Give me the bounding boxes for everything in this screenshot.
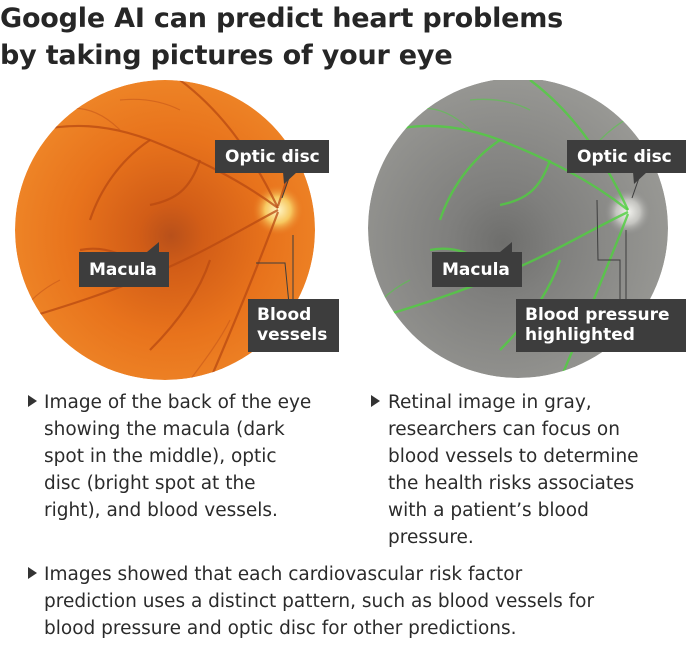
caption-left: Image of the back of the eye showing the… (28, 389, 348, 529)
caption-left-line: showing the macula (dark (44, 419, 285, 440)
caption-left-text: Image of the back of the eye showing the… (44, 389, 311, 524)
callout-blood-vessels-line-1: Blood (257, 305, 312, 325)
callout-blood-vessels-line-2: vessels (257, 325, 328, 345)
caption-right: Retinal image in gray, researchers can f… (371, 389, 691, 554)
callout-optic-disc-right: Optic disc (567, 140, 686, 173)
caption-right-line: pressure. (388, 527, 474, 548)
caption-right-line: researchers can focus on (388, 419, 620, 440)
callout-blood-vessels-left: Blood vessels (248, 299, 339, 352)
headline-line-2: by taking pictures of your eye (0, 40, 453, 71)
caption-bottom-line: prediction uses a distinct pattern, such… (44, 591, 595, 612)
callout-optic-disc-left: Optic disc (215, 140, 329, 173)
caption-bottom: Images showed that each cardiovascular r… (28, 561, 693, 646)
caption-left-line: disc (bright spot at the (44, 473, 256, 494)
caption-bottom-line: blood pressure and optic disc for other … (44, 618, 517, 639)
retina-figures: Optic disc Macula Blood vessels Optic di… (0, 80, 700, 380)
caption-right-line: Retinal image in gray, (388, 392, 592, 413)
caption-right-line: the health risks associates (388, 473, 635, 494)
caption-left-line: right), and blood vessels. (44, 500, 278, 521)
callout-blood-pressure-highlighted: Blood pressure highlighted (516, 299, 686, 352)
caption-right-line: blood vessels to determine (388, 446, 639, 467)
bullet-arrow-icon (28, 567, 37, 579)
callout-bp-line-2: highlighted (525, 325, 635, 345)
bullet-arrow-icon (371, 395, 380, 407)
bullet-arrow-icon (28, 395, 37, 407)
callout-macula-right: Macula (432, 252, 522, 287)
callout-macula-left: Macula (79, 252, 169, 287)
caption-bottom-line: Images showed that each cardiovascular r… (44, 564, 523, 585)
caption-left-line: Image of the back of the eye (44, 392, 312, 413)
caption-right-text: Retinal image in gray, researchers can f… (388, 389, 639, 551)
callout-bp-line-1: Blood pressure (525, 305, 670, 325)
headline: Google AI can predict heart problems by … (0, 0, 700, 74)
caption-left-line: spot in the middle), optic (44, 446, 277, 467)
headline-line-1: Google AI can predict heart problems (0, 3, 564, 34)
caption-right-line: with a patient’s blood (388, 500, 589, 521)
caption-bottom-text: Images showed that each cardiovascular r… (44, 561, 594, 642)
